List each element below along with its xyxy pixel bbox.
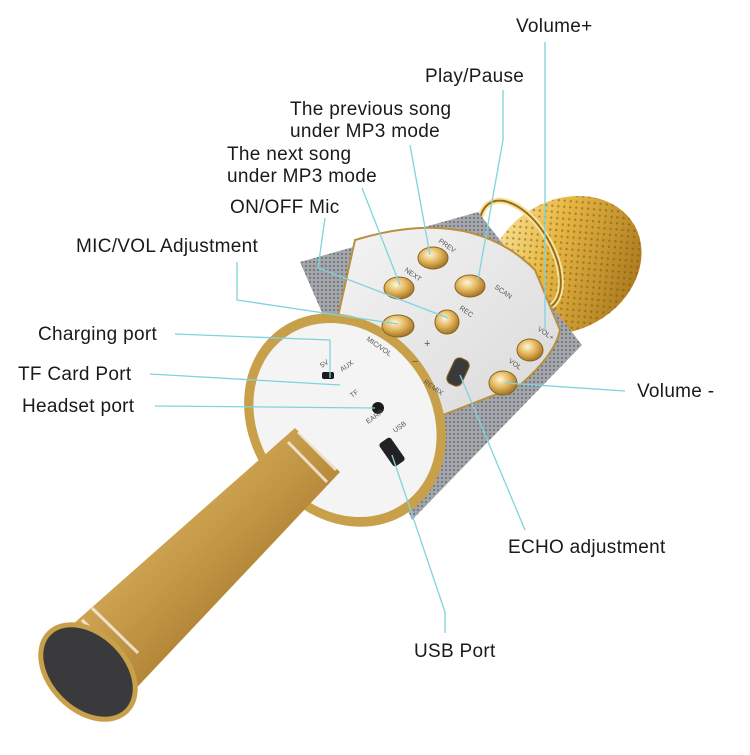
label-mic-vol: MIC/VOL Adjustment	[76, 236, 259, 257]
label-next-song: The next song under MP3 mode	[227, 144, 377, 188]
minus-marking: −	[412, 356, 418, 368]
vol-minus-button[interactable]	[488, 370, 518, 396]
label-usb: USB Port	[414, 641, 496, 662]
label-headset: Headset port	[22, 396, 135, 417]
buttons	[381, 246, 544, 396]
leader-tf-card	[149, 373, 341, 386]
leader-lines	[149, 42, 626, 633]
label-volume-minus: Volume -	[637, 381, 715, 402]
leader-headset	[154, 405, 376, 409]
label-on-off-mic: ON/OFF Mic	[230, 197, 340, 218]
plus-marking: +	[424, 338, 430, 350]
handle-end-cap	[38, 622, 138, 722]
label-echo: ECHO adjustment	[508, 537, 666, 558]
headset-jack	[372, 402, 384, 414]
label-volume-plus: Volume+	[516, 16, 593, 37]
tf-marking: TF	[349, 389, 360, 400]
leader-next-song	[361, 187, 401, 286]
leader-charging-port	[174, 333, 331, 378]
label-next-song-line2: under MP3 mode	[227, 166, 377, 187]
mic-vol-button[interactable]	[381, 314, 415, 338]
leader-play-pause	[477, 90, 504, 281]
label-charging-port: Charging port	[38, 324, 158, 345]
leader-previous-song	[409, 144, 431, 256]
leader-volume-minus	[504, 382, 626, 392]
remix-slider[interactable]	[445, 356, 471, 388]
prev-button[interactable]	[417, 246, 449, 270]
label-previous-song: The previous song under MP3 mode	[290, 99, 451, 143]
leader-echo	[459, 374, 526, 531]
label-previous-song-line1: The previous song	[290, 99, 452, 120]
five-v-marking: 5V	[319, 359, 330, 370]
label-previous-song-line2: under MP3 mode	[290, 121, 440, 142]
usb-slot	[379, 437, 405, 467]
charging-slot	[322, 372, 334, 379]
handle	[38, 428, 340, 722]
leader-usb	[391, 454, 446, 633]
label-next-song-line1: The next song	[227, 144, 352, 165]
leader-on-off-mic	[317, 217, 449, 319]
leader-mic-vol	[236, 262, 399, 325]
play-button[interactable]	[454, 274, 486, 298]
vol-plus-button[interactable]	[516, 338, 544, 362]
label-play-pause: Play/Pause	[425, 66, 525, 87]
label-tf-card: TF Card Port	[18, 364, 132, 385]
rec-button[interactable]	[434, 309, 460, 335]
